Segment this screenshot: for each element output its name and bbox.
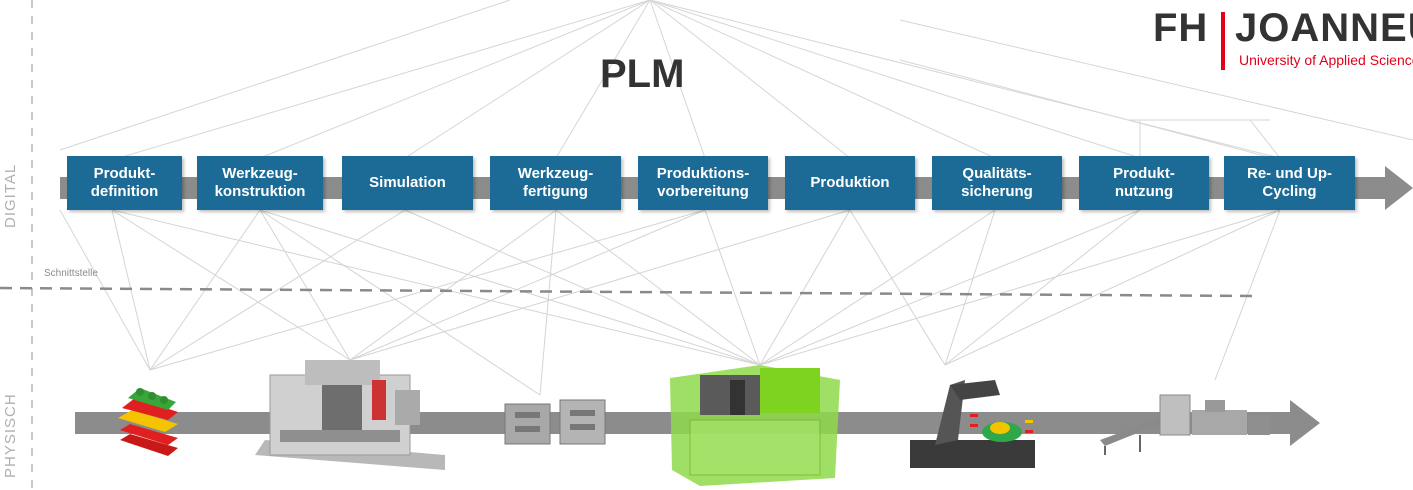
cnc-machine-image <box>255 360 445 470</box>
digital-axis-label: DIGITAL <box>2 163 19 228</box>
injection-molding-image <box>670 365 840 486</box>
stage-werkzeugfertigung: Werkzeug- fertigung <box>490 156 621 210</box>
mold-tool-image <box>504 399 606 445</box>
interface-label: Schnittstelle <box>44 268 98 279</box>
stage-produktdefinition: Produkt- definition <box>67 156 182 210</box>
stage-werkzeugkonstruktion: Werkzeug- konstruktion <box>197 156 323 210</box>
stage-re-und-upcycling: Re- und Up- Cycling <box>1224 156 1355 210</box>
logo-subtitle: University of Applied Sciences <box>1239 52 1413 68</box>
stage-produktnutzung: Produkt- nutzung <box>1079 156 1209 210</box>
stage-qualitaetssicherung: Qualitäts- sicherung <box>932 156 1062 210</box>
stage-produktionsvorbereitung: Produktions- vorbereitung <box>638 156 768 210</box>
logo-name: JOANNEUM <box>1235 6 1413 50</box>
logo-initials: FH <box>1153 6 1209 50</box>
interface-dashed-line <box>0 286 1256 298</box>
interface-lines <box>59 209 1281 396</box>
lego-bricks-image <box>118 388 178 456</box>
stage-simulation: Simulation <box>342 156 473 210</box>
plm-lines <box>59 0 1413 161</box>
physical-axis-label: PHYSISCH <box>2 393 19 478</box>
plm-title: PLM <box>600 52 685 96</box>
recycling-line-image <box>1100 394 1270 455</box>
robot-inspection-image <box>910 380 1035 468</box>
digital-arrow-head <box>1385 166 1413 210</box>
physical-arrow-head <box>1290 400 1320 446</box>
fh-joanneum-logo: FH JOANNEUM University of Applied Scienc… <box>1153 2 1413 74</box>
logo-red-bar <box>1221 12 1225 70</box>
stage-produktion: Produktion <box>785 156 915 210</box>
